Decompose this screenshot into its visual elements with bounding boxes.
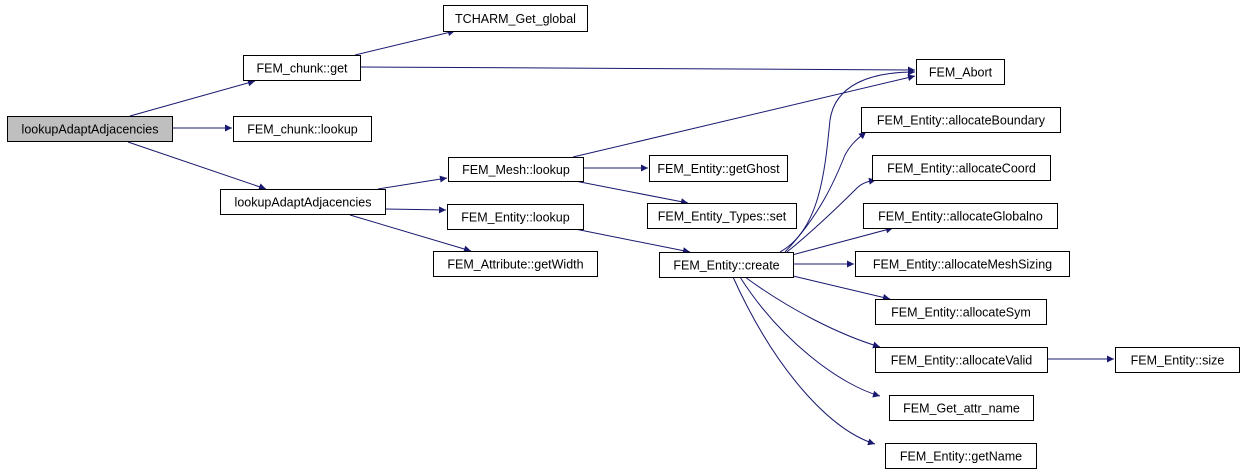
edge-lookup2-to-entity-lookup [384,206,447,214]
edges-layer [127,29,1114,446]
node-box [433,251,598,277]
edge-mesh-lookup-to-types-set [574,180,689,206]
node-label: FEM_Entity::allocateCoord [887,162,1036,176]
edge-lookup2-to-mesh-lookup [377,175,448,190]
node-box [647,203,797,229]
node-label: FEM_Entity::size [1131,354,1225,368]
node-alloc-globalno[interactable]: FEM_Entity::allocateGlobalno [863,203,1058,229]
node-label: lookupAdaptAdjacencies [235,196,372,210]
nodes-layer: lookupAdaptAdjacenciesFEM_chunk::getFEM_… [7,5,1240,469]
edge-entity-lookup-to-create [574,228,691,255]
edge-create-to-alloc-boundary [784,131,867,253]
node-box [875,299,1047,325]
edge-mesh-lookup-to-abort [572,74,916,158]
node-box [448,157,584,182]
node-attr-width[interactable]: FEM_Attribute::getWidth [433,251,598,277]
node-box [649,155,788,182]
node-label: FEM_Entity::create [673,259,779,273]
node-box [7,116,173,142]
node-alloc-boundary[interactable]: FEM_Entity::allocateBoundary [861,107,1061,133]
edge-create-to-get-attr-name [739,276,881,398]
node-entity-size[interactable]: FEM_Entity::size [1115,347,1240,373]
edge-root-to-lookup2 [127,141,267,191]
node-box [443,5,588,32]
edge-create-to-abort [779,68,916,253]
node-label: FEM_Get_attr_name [903,402,1020,416]
node-label: FEM_Mesh::lookup [462,163,570,177]
node-entity-lookup[interactable]: FEM_Entity::lookup [447,204,584,230]
node-alloc-coord[interactable]: FEM_Entity::allocateCoord [872,155,1051,181]
node-box [889,395,1034,421]
node-mesh-lookup[interactable]: FEM_Mesh::lookup [448,157,584,182]
edge-create-to-alloc-sym [792,275,891,301]
node-label: FEM_Abort [929,66,993,80]
node-alloc-sym[interactable]: FEM_Entity::allocateSym [875,299,1047,325]
node-box [233,116,372,142]
node-box [1115,347,1240,373]
node-types-set[interactable]: FEM_Entity_Types::set [647,203,797,229]
node-get-name[interactable]: FEM_Entity::getName [885,443,1037,469]
node-label: FEM_Entity::lookup [461,211,569,225]
node-label: lookupAdaptAdjacencies [22,123,159,137]
node-tcharm[interactable]: TCHARM_Get_global [443,5,588,32]
node-label: FEM_Entity_Types::set [658,210,787,224]
node-box [659,252,794,278]
node-label: FEM_chunk::get [256,62,348,76]
edge-lookup2-to-attr-width [349,214,472,253]
node-box [243,55,361,81]
node-chunk-get[interactable]: FEM_chunk::get [243,55,361,81]
edge-create-to-get-name [732,276,876,446]
node-box [861,107,1061,133]
node-get-ghost[interactable]: FEM_Entity::getGhost [649,155,788,182]
node-alloc-meshsizing[interactable]: FEM_Entity::allocateMeshSizing [855,251,1070,277]
node-box [916,59,1005,85]
edge-create-to-alloc-globalno [791,226,894,256]
node-label: FEM_Attribute::getWidth [447,258,583,272]
edge-chunk-get-to-abort [359,66,916,74]
node-box [447,204,584,230]
edge-create-to-alloc-coord [786,177,877,253]
node-label: FEM_Entity::allocateGlobalno [878,210,1043,224]
node-label: FEM_chunk::lookup [247,123,358,137]
node-abort[interactable]: FEM_Abort [916,59,1005,85]
node-alloc-valid[interactable]: FEM_Entity::allocateValid [875,347,1048,373]
node-chunk-lookup[interactable]: FEM_chunk::lookup [233,116,372,142]
node-root: lookupAdaptAdjacencies [7,116,173,142]
node-box [220,189,386,215]
node-label: FEM_Entity::getGhost [657,162,780,176]
node-lookup2[interactable]: lookupAdaptAdjacencies [220,189,386,215]
node-label: FEM_Entity::allocateSym [891,306,1031,320]
node-label: FEM_Entity::allocateBoundary [877,114,1046,128]
edge-root-to-chunk-get [129,79,256,117]
node-label: TCHARM_Get_global [455,12,576,26]
node-label: FEM_Entity::getName [900,450,1022,464]
node-label: FEM_Entity::allocateValid [891,354,1033,368]
node-box [875,347,1048,373]
edge-chunk-get-to-tcharm [354,29,456,56]
node-box [863,203,1058,229]
node-box [885,443,1037,469]
edge-create-to-alloc-valid [744,276,881,349]
node-box [872,155,1051,181]
node-create[interactable]: FEM_Entity::create [659,252,794,278]
node-label: FEM_Entity::allocateMeshSizing [873,258,1052,272]
node-get-attr-name[interactable]: FEM_Get_attr_name [889,395,1034,421]
node-box [855,251,1070,277]
